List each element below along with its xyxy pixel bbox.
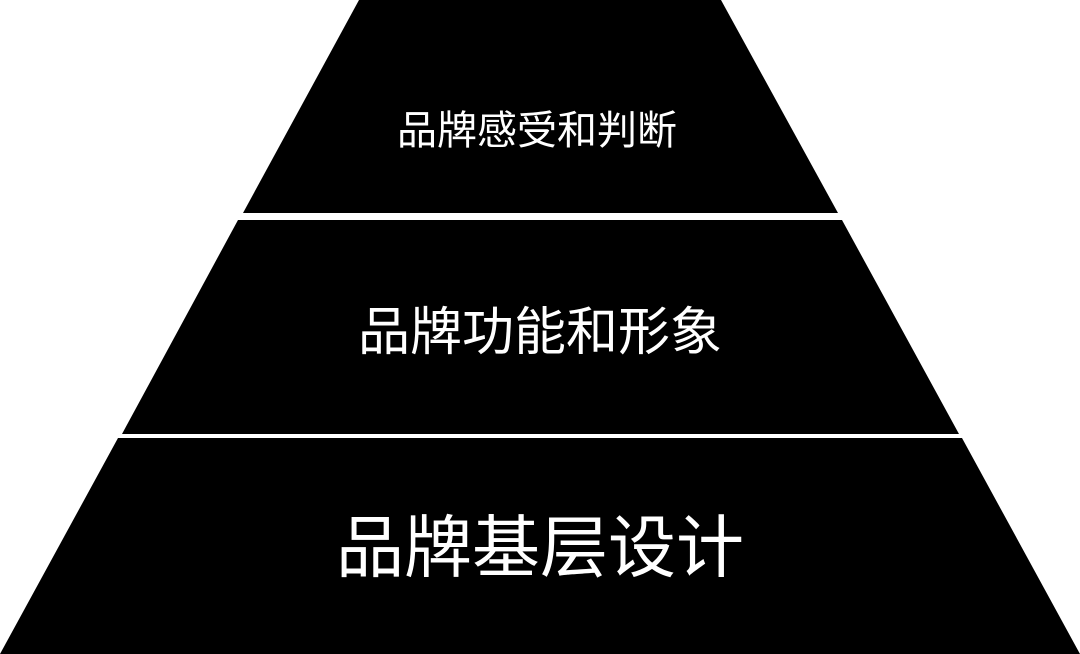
pyramid-tier-middle-label: 品牌功能和形象 [358,303,722,363]
pyramid-tier-top: 品牌感受和判断 [243,0,838,213]
pyramid-tier-middle-shape [122,220,959,434]
pyramid-tier-top-label: 品牌感受和判断 [397,108,677,154]
pyramid-tier-bottom-shape [0,438,1080,654]
pyramid-tier-bottom: 品牌基层设计 [0,438,1080,654]
pyramid-tier-top-shape [243,0,838,213]
pyramid-tier-bottom-label: 品牌基层设计 [336,510,744,589]
pyramid-tier-middle: 品牌功能和形象 [122,220,959,434]
